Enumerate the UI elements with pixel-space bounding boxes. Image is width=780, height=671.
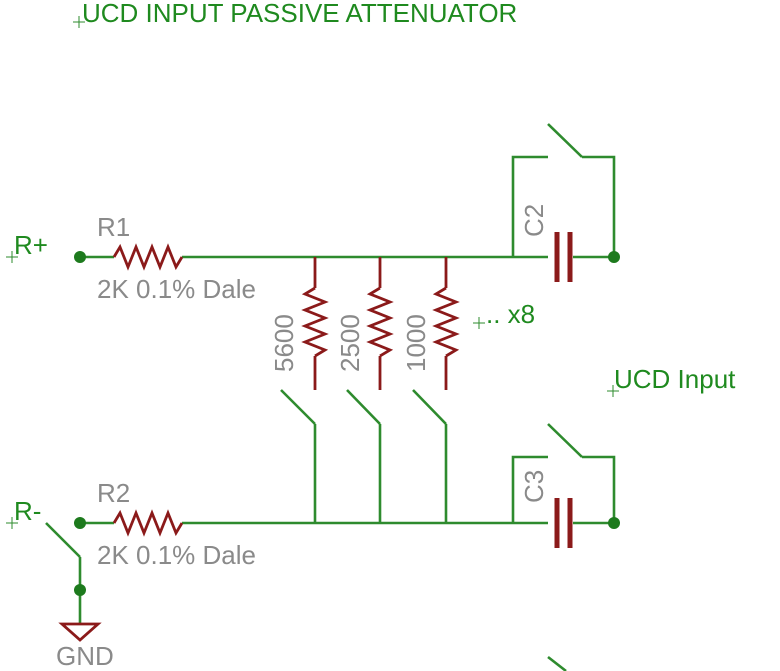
r-minus-net-label: R- [14,496,41,526]
x8-origin-mark [473,317,485,329]
ground-symbol[interactable] [58,622,102,642]
shunt-2-value-label: 2500 [335,314,365,372]
c3-capacitor-symbol[interactable] [554,498,573,548]
r2-resistor-symbol[interactable] [112,509,184,537]
r2-ref-label: R2 [97,478,130,508]
c2-capacitor-symbol[interactable] [554,232,573,282]
r2-value-label: 2K 0.1% Dale [97,540,256,570]
r-plus-net-label: R+ [14,230,48,260]
r1-ref-label: R1 [97,212,130,242]
shunt-3-value-label: 1000 [401,314,431,372]
shunt-switches[interactable] [280,389,448,523]
shunt-1-value-label: 5600 [269,314,299,372]
junction-dots [74,251,620,596]
c2-ref-label: C2 [519,204,549,237]
r1-resistor-symbol[interactable] [112,243,184,271]
x8-multiplier-label: .. x8 [486,299,535,329]
schematic-title: UCD INPUT PASSIVE ATTENUATOR [82,0,517,28]
shunt-resistor-2[interactable] [366,257,394,390]
c3-ref-label: C3 [519,470,549,503]
ucd-input-net-label: UCD Input [614,364,736,394]
gnd-label: GND [56,641,114,671]
r-plus-origin-mark [6,251,18,263]
r-minus-origin-mark [6,517,18,529]
shunt-resistor-1[interactable] [301,257,329,390]
r1-value-label: 2K 0.1% Dale [97,274,256,304]
title-origin-mark [73,16,85,28]
shunt-resistor-3[interactable] [432,257,460,390]
ucd-input-origin-mark [607,385,619,397]
